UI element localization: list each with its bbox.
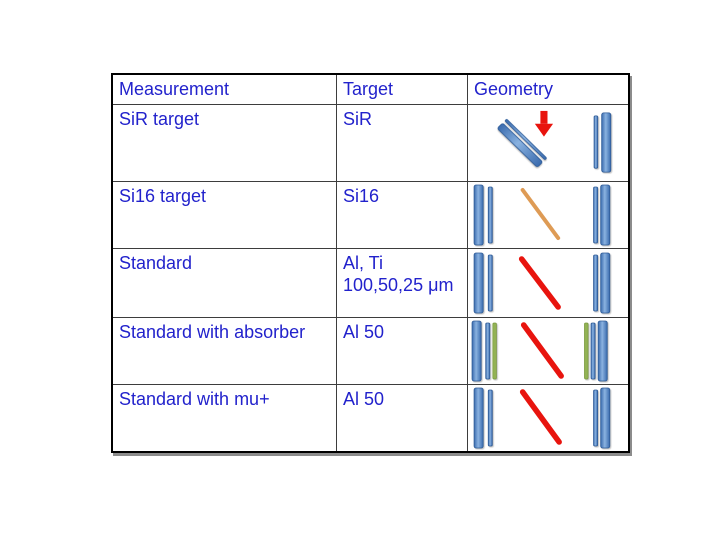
absorber-bar-green-icon <box>584 322 589 380</box>
target-line-orange-icon <box>520 188 561 240</box>
cell-geometry <box>468 249 628 318</box>
measurement-table: Measurement Target Geometry SiR target S… <box>111 73 630 453</box>
cell-geometry <box>468 182 628 249</box>
cell-target: Si16 <box>337 182 468 249</box>
cell-target: Al, Ti 100,50,25 μm <box>337 249 468 318</box>
cell-geometry <box>468 105 628 182</box>
cell-geometry <box>468 318 628 385</box>
target-line1: Al, Ti <box>343 253 384 273</box>
standard-geometry-diagram <box>473 252 611 314</box>
detector-bar-thick-icon <box>600 387 611 449</box>
cell-measurement: Standard <box>113 249 337 318</box>
detector-bar-thin-icon <box>487 389 493 447</box>
detector-bar-thick-icon <box>600 252 611 314</box>
cell-target: Al 50 <box>337 385 468 451</box>
column-header-target: Target <box>337 75 468 105</box>
detector-bar-thin-icon <box>593 186 599 244</box>
target-line-red-icon <box>518 256 561 310</box>
column-header-geometry: Geometry <box>468 75 628 105</box>
target-line-red-icon <box>520 322 564 379</box>
detector-bar-thin-icon <box>487 186 493 244</box>
absorber-bar-green-icon <box>492 322 497 380</box>
detector-bar-thin-icon <box>593 115 599 169</box>
cell-measurement: Si16 target <box>113 182 337 249</box>
cell-measurement: SiR target <box>113 105 337 182</box>
beam-arrow-down-icon <box>534 110 554 137</box>
detector-bar-thin-icon <box>485 322 491 380</box>
detector-bar-thick-icon <box>600 184 611 246</box>
cell-target: SiR <box>337 105 468 182</box>
detector-bar-thick-icon <box>597 320 608 382</box>
detector-bar-thick-icon <box>601 112 612 173</box>
cell-measurement: Standard with absorber <box>113 318 337 385</box>
target-line2: 100,50,25 μm <box>343 274 454 295</box>
cell-measurement: Standard with mu+ <box>113 385 337 451</box>
standard-absorber-geometry-diagram <box>471 320 608 382</box>
tilted-target-icon <box>497 119 547 167</box>
detector-bar-thin-icon <box>487 254 493 312</box>
column-header-measurement: Measurement <box>113 75 337 105</box>
target-line-red-icon <box>519 389 562 445</box>
detector-bar-thin-icon <box>593 254 599 312</box>
detector-bar-thick-icon <box>473 184 484 246</box>
detector-bar-thick-icon <box>473 252 484 314</box>
detector-bar-thin-icon <box>593 389 599 447</box>
detector-bar-thin-icon <box>590 322 596 380</box>
sir-geometry-diagram <box>497 110 612 173</box>
si16-geometry-diagram <box>473 184 611 246</box>
cell-geometry <box>468 385 628 451</box>
cell-target: Al 50 <box>337 318 468 385</box>
detector-bar-thick-icon <box>473 387 484 449</box>
standard-mu-geometry-diagram <box>473 387 611 449</box>
detector-bar-thick-icon <box>471 320 482 382</box>
